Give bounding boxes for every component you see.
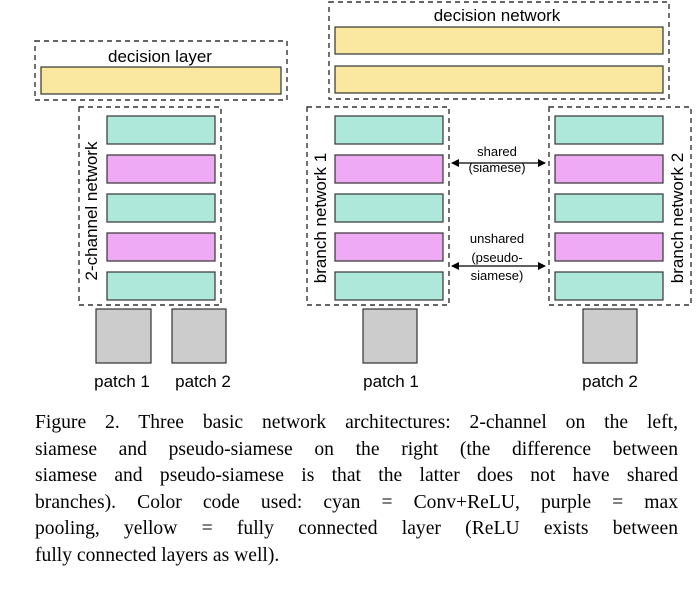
branch1-conv-relu-layer	[334, 115, 444, 145]
two-channel-network-box	[78, 106, 222, 306]
fc-layer-2	[334, 65, 664, 94]
caption-line: siamese and pseudo-siamese is that the l…	[35, 465, 678, 486]
branch1-conv-relu-layer	[334, 271, 444, 301]
two-channel-network-label: 2-channel network	[82, 141, 101, 280]
branch-network-1-box	[306, 106, 450, 306]
branch2-max-pooling-layer	[554, 154, 664, 184]
unshared-label: unshared	[470, 231, 524, 246]
left-conv-relu-layer	[106, 115, 216, 145]
caption-line: pooling, yellow = fully connected layer …	[35, 518, 678, 539]
right-patch-2-image	[582, 308, 638, 364]
left-patch-1-label: patch 1	[94, 372, 150, 391]
pseudo-label: (pseudo-	[471, 250, 522, 265]
shared-siamese-label: (siamese)	[468, 160, 525, 175]
left-conv-relu-layer	[106, 271, 216, 301]
figure-caption: Figure 2. Three basic network architectu…	[35, 410, 678, 569]
fc-layer-1	[334, 26, 664, 55]
fc-layer	[40, 66, 282, 95]
caption-line: fully connected layers as well).	[35, 544, 280, 566]
branch-network-2-label: branch network 2	[668, 153, 687, 283]
decision-network-box	[328, 1, 670, 100]
network-architecture-diagram: decision layer 2-channel network patch 1…	[34, 1, 692, 391]
branch1-max-pooling-layer	[334, 232, 444, 262]
caption-line: siamese and pseudo-siamese on the right …	[35, 438, 678, 460]
decision-layer-box	[34, 40, 288, 101]
branch2-conv-relu-layer	[554, 193, 664, 223]
branch1-max-pooling-layer	[334, 154, 444, 184]
decision-network-label: decision network	[434, 6, 561, 25]
right-patch-1-label: patch 1	[363, 372, 419, 391]
shared-label: shared	[477, 144, 517, 159]
patch-2-image	[171, 308, 227, 364]
left-layer-stack	[106, 115, 216, 301]
branch-network-2-box	[548, 106, 692, 306]
caption-line: branches). Color code used: cyan = Conv+…	[35, 491, 678, 513]
branch-network-1-label: branch network 1	[311, 153, 330, 283]
caption-line: Figure 2. Three basic network architectu…	[35, 412, 678, 433]
left-patch-2-label: patch 2	[175, 372, 231, 391]
branch-1-layer-stack	[334, 115, 444, 301]
decision-layer-label: decision layer	[108, 47, 212, 66]
branch2-max-pooling-layer	[554, 232, 664, 262]
right-patch-2-label: patch 2	[582, 372, 638, 391]
right-patch-1-image	[362, 308, 418, 364]
branch1-conv-relu-layer	[334, 193, 444, 223]
branch2-conv-relu-layer	[554, 115, 664, 145]
left-max-pooling-layer	[106, 232, 216, 262]
pseudo-siamese-label: siamese)	[471, 268, 524, 283]
patch-1-image	[95, 308, 152, 364]
left-max-pooling-layer	[106, 154, 216, 184]
left-conv-relu-layer	[106, 193, 216, 223]
branch2-conv-relu-layer	[554, 271, 664, 301]
branch-2-layer-stack	[554, 115, 664, 301]
